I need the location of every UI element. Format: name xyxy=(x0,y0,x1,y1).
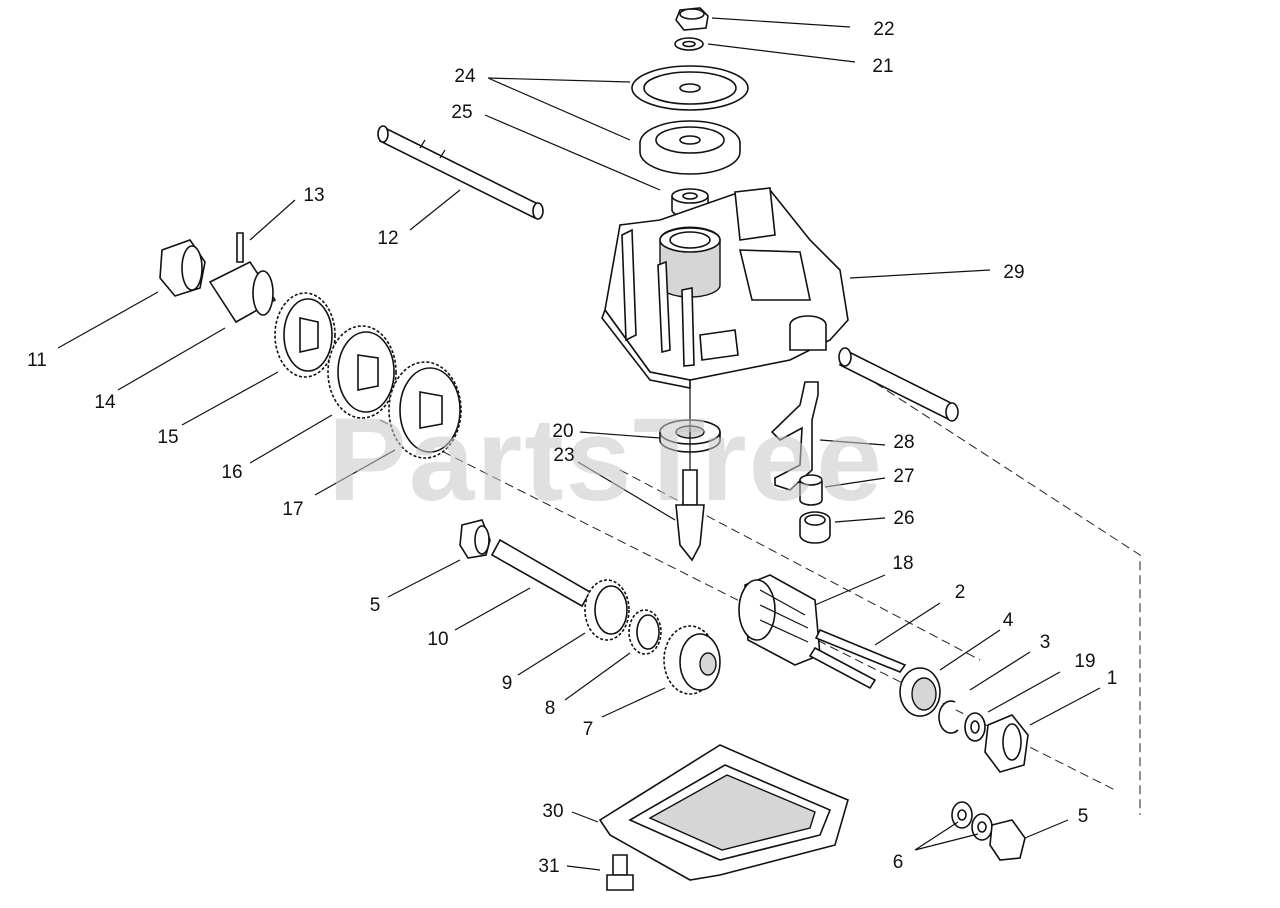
callout-11: 11 xyxy=(27,350,47,371)
part-1-collar xyxy=(984,714,1029,773)
callout-13: 13 xyxy=(303,185,324,206)
leader-lines xyxy=(57,17,1101,871)
part-27-spring xyxy=(799,474,823,506)
callout-30: 30 xyxy=(542,801,563,822)
callout-12: 12 xyxy=(377,228,398,249)
callout-26: 26 xyxy=(893,508,914,529)
callout-5-lower: 5 xyxy=(1078,806,1089,827)
callout-21: 21 xyxy=(872,56,893,77)
part-16-gear xyxy=(327,325,397,419)
part-12-shaft xyxy=(377,125,544,220)
part-13-pin xyxy=(236,232,244,263)
callout-3: 3 xyxy=(1040,632,1051,653)
callout-14: 14 xyxy=(94,392,116,413)
part-21-washer xyxy=(674,37,704,51)
part-22-nut xyxy=(675,7,709,31)
part-6-washers xyxy=(951,801,993,841)
part-30-oil-pan xyxy=(598,744,849,881)
callout-16: 16 xyxy=(221,462,242,483)
part-18-hub xyxy=(738,574,821,666)
callout-27: 27 xyxy=(893,466,914,487)
part-24-disc-lower xyxy=(639,120,741,175)
part-14-sleeve xyxy=(208,260,277,324)
callout-6: 6 xyxy=(893,852,904,873)
part-2-keys xyxy=(808,628,907,690)
part-24-disc-upper xyxy=(631,65,749,111)
part-10-shaft xyxy=(490,538,592,608)
callout-5-upper: 5 xyxy=(370,595,381,616)
callout-15: 15 xyxy=(157,427,178,448)
part-26-clip xyxy=(799,511,831,544)
part-31-bolt xyxy=(606,854,634,891)
callout-25: 25 xyxy=(451,102,472,123)
callout-31: 31 xyxy=(538,856,559,877)
callout-9: 9 xyxy=(502,673,513,694)
callout-2: 2 xyxy=(955,582,966,603)
callout-17: 17 xyxy=(282,499,303,520)
callout-24: 24 xyxy=(454,66,476,87)
part-15-gear xyxy=(274,292,336,378)
part-3-snap-ring xyxy=(938,700,959,734)
part-29-housing xyxy=(601,187,849,389)
callout-19: 19 xyxy=(1074,651,1095,672)
callout-29: 29 xyxy=(1003,262,1024,283)
callout-18: 18 xyxy=(892,553,913,574)
part-4-ring xyxy=(899,667,941,717)
part-11-collar xyxy=(159,239,206,297)
watermark: PartsTree xyxy=(328,394,884,526)
part-output-shaft xyxy=(838,347,959,422)
callout-1: 1 xyxy=(1107,668,1118,689)
part-7-bevel-gear xyxy=(663,625,721,695)
part-19-washer xyxy=(964,712,986,742)
part-5-collar-lower xyxy=(989,819,1026,861)
part-8-gear xyxy=(628,609,662,655)
part-17-gear xyxy=(388,361,462,459)
callout-28: 28 xyxy=(893,432,914,453)
callout-22: 22 xyxy=(873,19,894,40)
callout-8: 8 xyxy=(545,698,556,719)
part-9-gear xyxy=(584,579,630,641)
callout-23: 23 xyxy=(553,445,574,466)
callout-4: 4 xyxy=(1003,610,1014,631)
callout-20: 20 xyxy=(552,421,573,442)
callout-7: 7 xyxy=(583,719,594,740)
callout-10: 10 xyxy=(427,629,448,650)
part-28-shift-fork xyxy=(770,381,819,491)
part-5-collar-upper xyxy=(459,519,491,559)
part-23-pinion xyxy=(675,385,705,562)
callout-labels: 1 2 3 4 5 5 6 7 8 9 10 11 12 13 14 15 16… xyxy=(27,19,1117,877)
